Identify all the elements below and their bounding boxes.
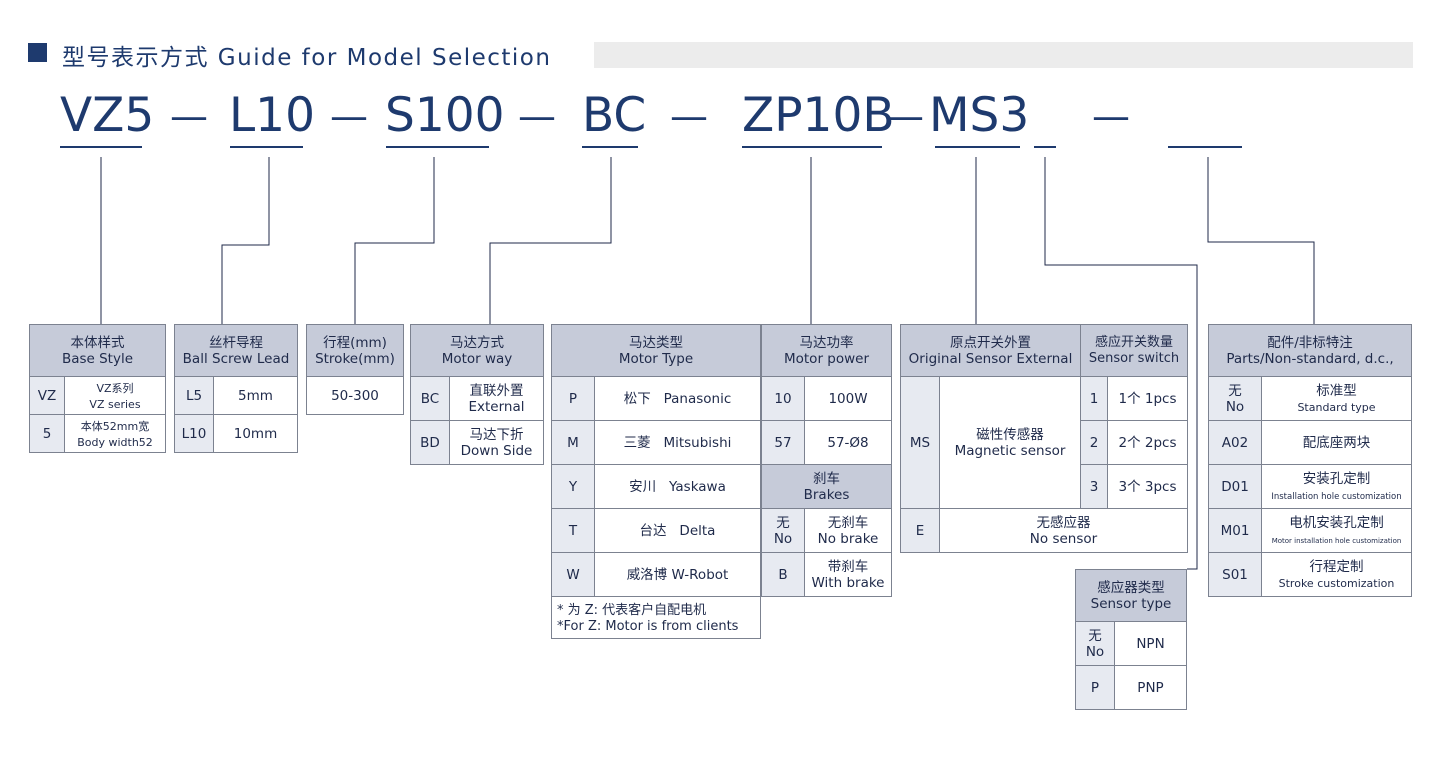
code-part-motor: ZP10B	[742, 88, 895, 143]
motor-note-cn: * 为 Z: 代表客户自配电机	[557, 603, 707, 618]
code-underline	[742, 146, 882, 148]
header-square-icon	[28, 43, 47, 62]
code-separator: —	[170, 94, 208, 138]
code-part-lead: L10	[229, 88, 315, 143]
table-row: 3 3个 3pcs	[901, 464, 1188, 509]
code-underline	[60, 146, 142, 148]
code-underline	[1168, 146, 1242, 148]
code-separator: —	[1092, 94, 1130, 138]
code-part-sensor: MS3	[929, 88, 1030, 143]
code-separator: —	[670, 94, 708, 138]
code-part-base: VZ5	[60, 88, 155, 143]
code-part-stroke: S100	[385, 88, 505, 143]
header-bar	[594, 42, 1413, 68]
code-underline	[386, 146, 489, 148]
code-underline	[230, 146, 303, 148]
code-separator: —	[518, 94, 556, 138]
code-part-motor-way: BC	[582, 88, 647, 143]
code-separator: —	[886, 94, 924, 138]
code-underline	[1034, 146, 1056, 148]
motor-note-en: *For Z: Motor is from clients	[557, 619, 739, 634]
table-row	[551, 596, 761, 639]
code-underline	[582, 146, 638, 148]
table-stroke: 行程(mm)Stroke(mm) 50-300	[306, 324, 404, 415]
page-title: 型号表示方式 Guide for Model Selection	[62, 45, 552, 71]
table-row: 2 2个 2pcs	[901, 420, 1188, 465]
code-separator: —	[330, 94, 368, 138]
table-row: 50-300	[306, 376, 404, 415]
code-underline	[935, 146, 1020, 148]
table-header: 行程(mm)Stroke(mm)	[306, 324, 404, 377]
